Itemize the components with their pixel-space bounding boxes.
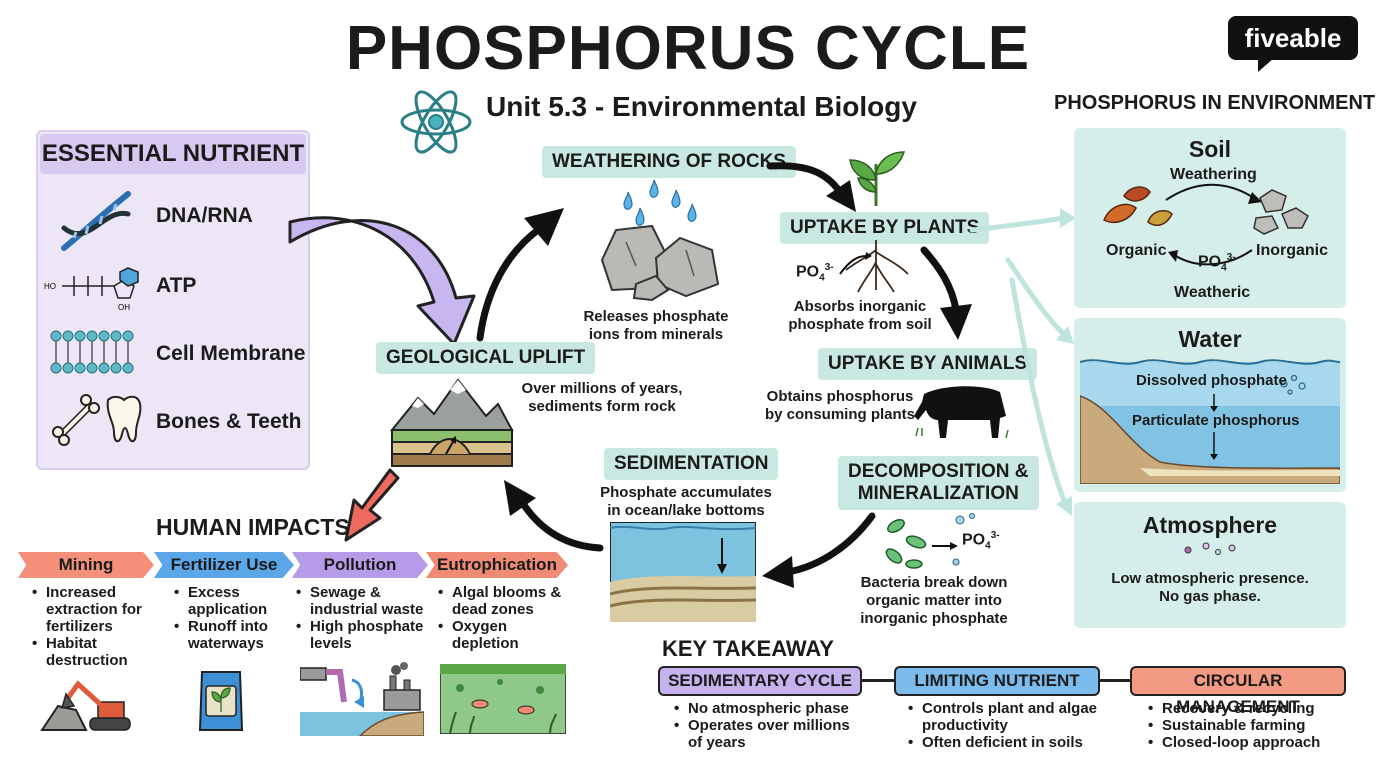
- bacteria-icon: [885, 513, 975, 569]
- page-title: PHOSPHORUS CYCLE: [345, 14, 1031, 83]
- soil-weatheric-label: Weatheric: [1174, 284, 1251, 301]
- essential-item-dna-rna: DNA/RNA: [156, 204, 253, 227]
- env-atmosphere-title: Atmosphere: [1142, 512, 1278, 538]
- takeaway-connector-1: [860, 679, 898, 682]
- essential-item-cell-membrane: Cell Membrane: [156, 342, 306, 365]
- arrow-sedimentation-to-uplift: [504, 480, 604, 552]
- impact-pollution-label: Pollution: [292, 552, 428, 578]
- arrow-uplift-to-weathering: [476, 208, 564, 342]
- impact-mining-points: Increased extraction for fertilizersHabi…: [32, 584, 158, 669]
- atmosphere-particles-icon: [1184, 542, 1236, 555]
- environment-heading: PHOSPHORUS IN ENVIRONMENT: [1054, 92, 1376, 114]
- soil-inorganic-label: Inorganic: [1256, 242, 1329, 259]
- cow-icon: [914, 386, 1009, 439]
- excavator-icon: [40, 680, 131, 731]
- sediment-layers-icon: [610, 522, 756, 622]
- step-decomposition-label: DECOMPOSITION &MINERALIZATION: [838, 456, 1039, 510]
- takeaway-circular-points: Recovery & recyclingSustainable farmingC…: [1148, 700, 1344, 751]
- arrow-uplift-to-human-impacts: [344, 468, 400, 542]
- soil-chem: PO43-: [1198, 252, 1236, 274]
- uptake-plants-chem: PO43-: [796, 262, 834, 284]
- pollution-outflow-icon: [300, 662, 424, 736]
- mountain-uplift-icon: [390, 378, 514, 467]
- arrow-plants-to-animals: [920, 246, 972, 340]
- soil-cycle-graphic: [1103, 183, 1309, 266]
- bone-tooth-icon: [52, 394, 142, 446]
- takeaway-limiting-points: Controls plant and algae productivityOft…: [908, 700, 1102, 751]
- essential-nutrient-heading: ESSENTIAL NUTRIENT: [40, 134, 306, 174]
- takeaway-circular-label: CIRCULAR MANAGEMENT: [1130, 666, 1346, 716]
- step-weathering-label: WEATHERING OF ROCKS: [542, 146, 796, 178]
- atom-icon: [400, 90, 472, 154]
- dna-icon: [61, 191, 131, 251]
- sprout-icon: [849, 151, 906, 206]
- fertilizer-bag-icon: [198, 671, 244, 731]
- atp-formula-left: HO: [44, 282, 56, 291]
- env-atmosphere-panel: [1074, 502, 1346, 628]
- atp-molecule-icon: HO OH: [44, 267, 139, 312]
- takeaway-sedimentary-points: No atmospheric phaseOperates over millio…: [674, 700, 860, 751]
- step-sedimentation-label: SEDIMENTATION: [604, 448, 779, 480]
- key-takeaway-heading: KEY TAKEAWAY: [662, 636, 834, 661]
- cell-membrane-icon: [50, 330, 134, 374]
- impact-eutrophication-label: Eutrophication: [426, 552, 568, 578]
- roots-icon: [839, 240, 909, 293]
- step-uplift-label: GEOLOGICAL UPLIFT: [376, 342, 596, 374]
- essential-item-bones-teeth: Bones & Teeth: [156, 410, 302, 433]
- env-atmosphere-text: Low atmospheric presence.No gas phase.: [1111, 570, 1309, 605]
- step-uptake-animals-label: UPTAKE BY ANIMALS: [818, 348, 1038, 380]
- page-subtitle: Unit 5.3 - Environmental Biology: [486, 91, 917, 122]
- essential-to-cycle-arrow: [288, 216, 476, 346]
- human-impacts-heading: HUMAN IMPACTS: [156, 514, 350, 540]
- water-particulate-label: Particulate phosphorus: [1132, 412, 1300, 429]
- essential-item-atp: ATP: [156, 274, 197, 297]
- impact-pollution-points: Sewage & industrial wasteHigh phosphate …: [296, 584, 430, 652]
- takeaway-connector-2: [1098, 679, 1134, 682]
- water-dissolved-label: Dissolved phosphate: [1136, 372, 1287, 389]
- impact-mining-label: Mining: [18, 552, 154, 578]
- rock-weathering-icon: [600, 180, 720, 302]
- takeaway-limiting-label: LIMITING NUTRIENT: [894, 666, 1100, 696]
- impact-eutrophication-points: Algal blooms & dead zonesOxygen depletio…: [438, 584, 568, 652]
- soil-organic-label: Organic: [1106, 242, 1167, 259]
- arrow-weathering-to-plants: [766, 162, 856, 212]
- water-body-graphic: [1080, 359, 1340, 484]
- env-water-title: Water: [1178, 326, 1242, 352]
- algal-bloom-icon: [440, 664, 566, 734]
- arrows-to-environment: [969, 208, 1076, 516]
- impact-fertilizer-points: Excess applicationRunoff into waterways: [174, 584, 294, 652]
- arrow-decomposition-to-sedimentation: [762, 512, 876, 588]
- env-soil-title: Soil: [1188, 136, 1232, 162]
- atp-formula-right: OH: [118, 303, 130, 312]
- decomposition-chem: PO43-: [962, 530, 1000, 552]
- soil-weathering-label: Weathering: [1170, 166, 1257, 183]
- step-uplift-caption: Over millions of years,sediments form ro…: [521, 380, 683, 415]
- takeaway-sedimentary-label: SEDIMENTARY CYCLE: [658, 666, 862, 696]
- step-uptake-plants-label: UPTAKE BY PLANTS: [780, 212, 990, 244]
- brand-logo: fiveable: [1228, 16, 1358, 72]
- impact-fertilizer-label: Fertilizer Use: [154, 552, 294, 578]
